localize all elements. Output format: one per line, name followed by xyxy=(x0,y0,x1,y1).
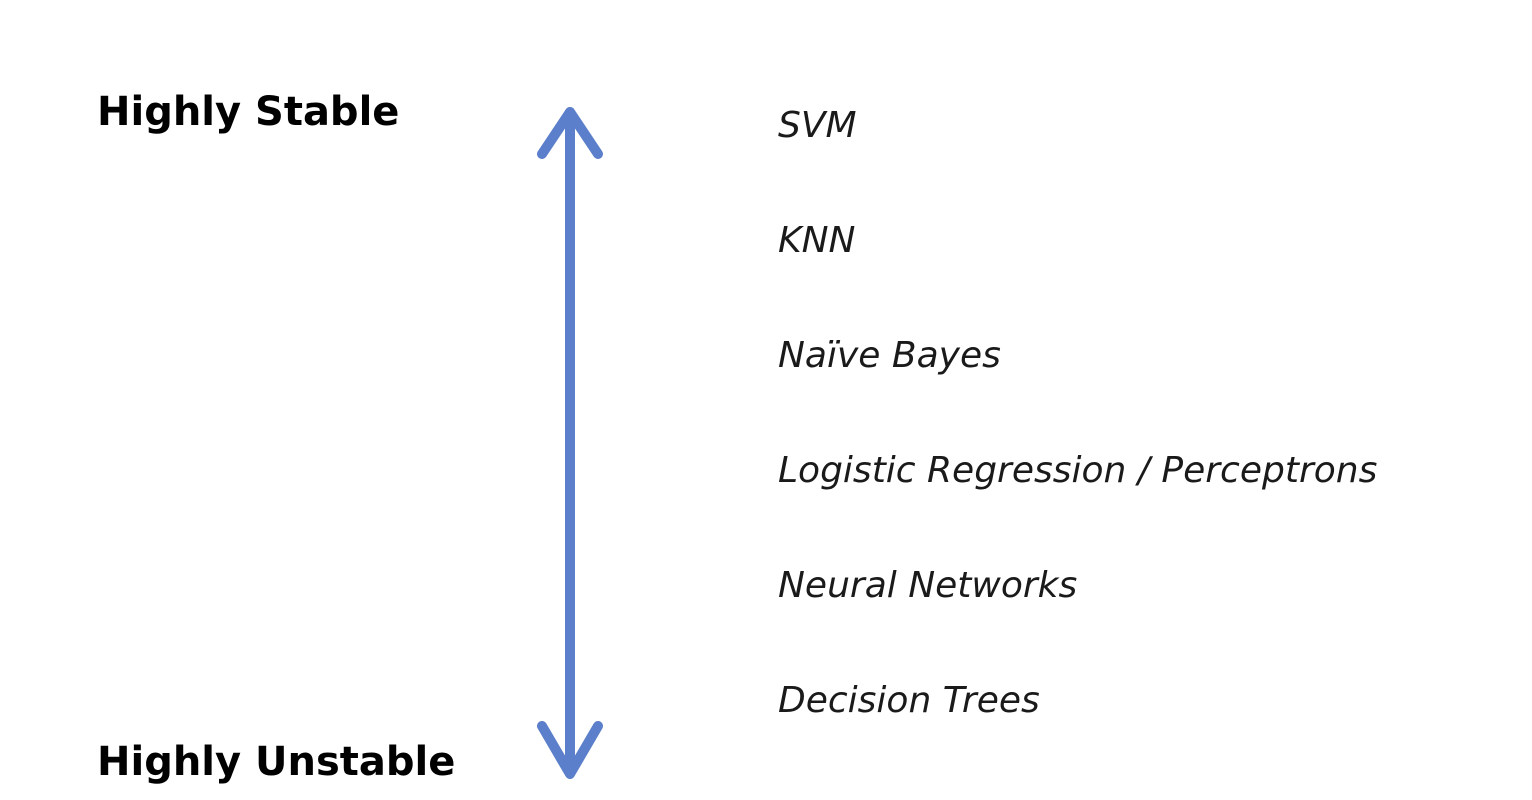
algorithm-item: SVM xyxy=(778,105,857,146)
algorithm-item: Logistic Regression / Perceptrons xyxy=(778,450,1378,491)
algorithm-item: Decision Trees xyxy=(778,680,1040,721)
highly-unstable-label: Highly Unstable xyxy=(97,739,456,785)
algorithm-item: KNN xyxy=(778,220,856,261)
algorithm-list: SVM KNN Naïve Bayes Logistic Regression … xyxy=(778,104,1377,794)
highly-stable-label: Highly Stable xyxy=(97,89,400,135)
double-headed-arrow-icon xyxy=(537,107,603,779)
algorithm-item: Neural Networks xyxy=(778,565,1078,606)
algorithm-item: Naïve Bayes xyxy=(778,335,1001,376)
arrow-head-up xyxy=(537,107,603,159)
arrow-head-down xyxy=(537,721,603,779)
